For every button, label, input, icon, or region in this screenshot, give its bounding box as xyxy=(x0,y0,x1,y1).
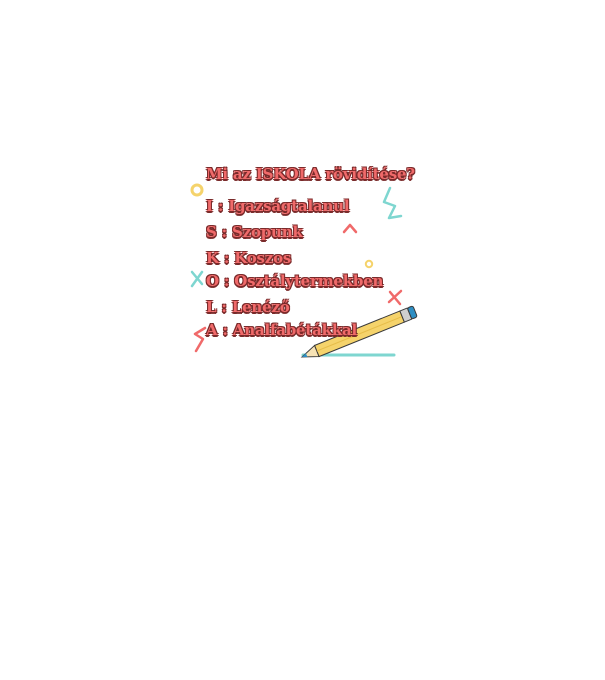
teal-squiggle-icon xyxy=(382,186,403,220)
acronym-line-a: A : Analfabétákkal xyxy=(206,321,358,339)
teal-cross-icon xyxy=(190,270,204,288)
acronym-line-k: K : Koszos xyxy=(206,249,292,267)
acronym-graphic: Mi az ISKOLA rövidítése? I : Igazságtala… xyxy=(185,158,425,368)
red-caret-icon xyxy=(342,223,358,234)
acronym-line-o: O : Osztálytermekben xyxy=(206,272,384,290)
yellow-ring-icon xyxy=(190,183,204,197)
acronym-line-l: L : Lenéző xyxy=(206,298,290,316)
decoration-layer xyxy=(190,183,418,358)
pencil-icon xyxy=(300,305,418,358)
small-ring-icon xyxy=(364,259,374,269)
question-title: Mi az ISKOLA rövidítése? xyxy=(206,165,415,183)
red-zigzag-icon xyxy=(193,326,207,353)
acronym-line-s: S : Szopunk xyxy=(206,223,303,241)
red-cross-icon xyxy=(387,289,403,306)
acronym-line-i: I : Igazságtalanul xyxy=(206,197,350,215)
